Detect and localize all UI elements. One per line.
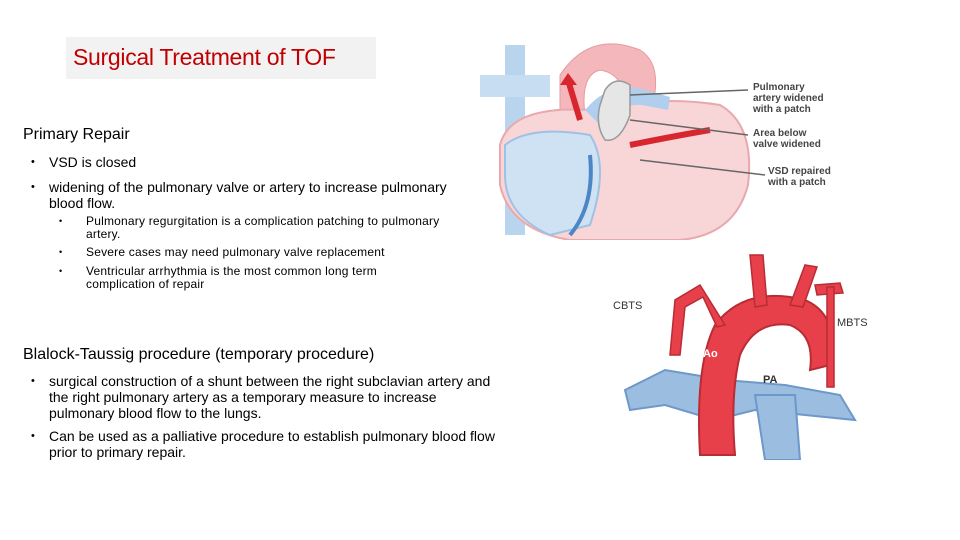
bullet-dot: • [31, 156, 35, 168]
patch-shape [597, 80, 631, 142]
bullet-text: Can be used as a palliative procedure to… [49, 428, 495, 460]
bt-heading: Blalock-Taussig procedure (temporary pro… [23, 346, 375, 363]
label-ao: Ao [703, 348, 718, 360]
pulmonary-vein-shape [480, 75, 550, 97]
subclavian-branch-shape [788, 264, 819, 308]
blue-flow-line [568, 154, 593, 237]
sub-bullet-text: Pulmonary regurgitation is a complicatio… [86, 214, 440, 241]
label-pa-3: with a patch [752, 104, 811, 115]
bullet-dot: • [31, 181, 35, 193]
shunt-background [605, 245, 880, 460]
label-mbts: MBTS [837, 317, 868, 329]
sub-bullet-text: Severe cases may need pulmonary valve re… [86, 245, 385, 259]
carotid-branch-shape [749, 254, 768, 308]
flow-arrow-up [565, 79, 583, 121]
shunt-figure: CBTS MBTS Ao PA [605, 245, 880, 461]
heart-repair-illustration: Pulmonary artery widened with a patch Ar… [480, 43, 831, 241]
bullet-dot: • [59, 247, 63, 257]
slide-title: Surgical Treatment of TOF [73, 44, 336, 70]
flow-arrow-right [629, 127, 711, 148]
mbts-shunt-shape [826, 286, 835, 388]
label-area-2: valve widened [753, 139, 821, 150]
pointer-line-area [629, 119, 749, 136]
bullet-text: VSD is closed [49, 154, 137, 170]
shunt-illustration: CBTS MBTS Ao PA [605, 245, 880, 461]
label-cbts: CBTS [613, 300, 642, 312]
heart-repair-figure: Pulmonary artery widened with a patch Ar… [480, 35, 880, 241]
label-pa-1: Pulmonary [753, 82, 805, 93]
bullet-dot: • [59, 216, 63, 226]
label-pa-2: artery widened [753, 93, 824, 104]
label-pa: PA [763, 374, 778, 386]
sub-bullet-text: Ventricular arrhythmia is the most commo… [86, 264, 377, 291]
bullet-text: widening of the pulmonary valve or arter… [49, 179, 447, 211]
cbts-shunt-shape [669, 283, 727, 356]
flow-arrowhead [560, 73, 577, 85]
bullet-dot: • [31, 375, 35, 387]
pointer-line-vsd [639, 159, 766, 176]
primary-repair-heading: Primary Repair [23, 126, 130, 143]
bullet-dot: • [59, 266, 63, 276]
bullet-text: surgical construction of a shunt between… [49, 373, 491, 421]
label-vsd-1: VSD repaired [768, 166, 831, 177]
bullet-dot: • [31, 430, 35, 442]
pointer-line-pa [629, 89, 749, 96]
title-background [66, 37, 376, 79]
right-ventricle-shape [504, 130, 601, 237]
label-vsd-2: with a patch [767, 177, 826, 188]
label-area-1: Area below [753, 128, 807, 139]
